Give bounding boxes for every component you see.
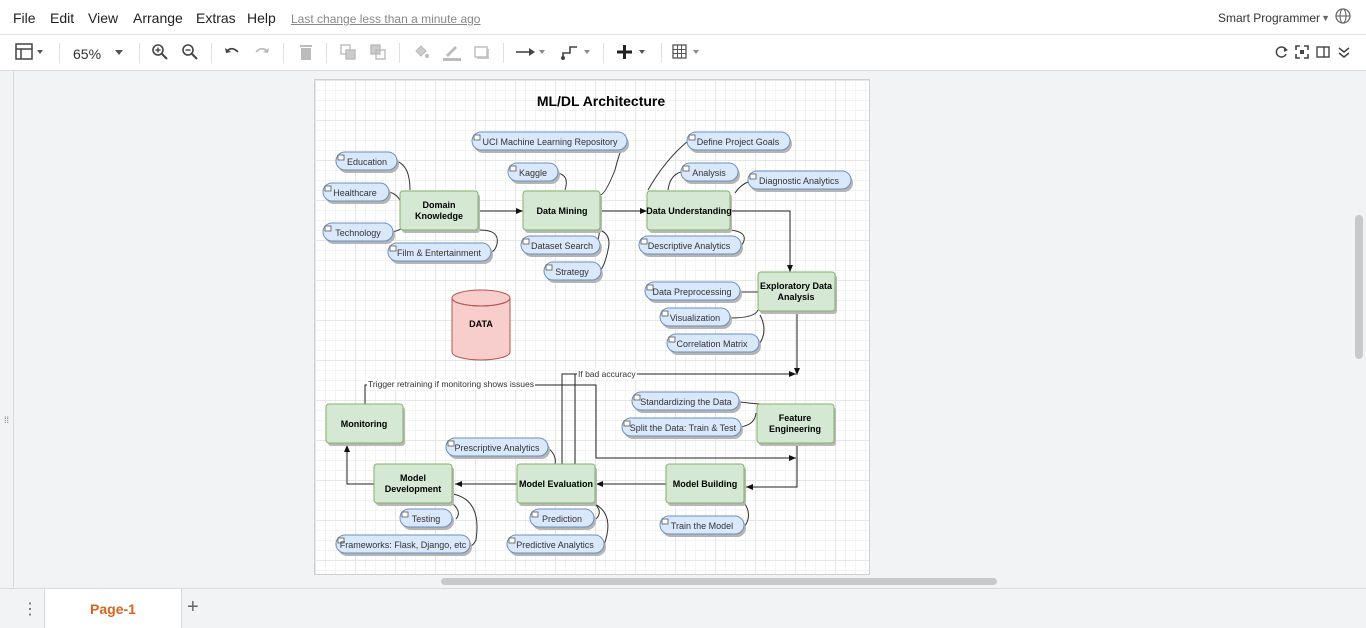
insert-button[interactable] [614, 42, 650, 62]
tab-label: Page-1 [90, 601, 136, 617]
delete-button[interactable] [296, 42, 316, 62]
vertical-scrollbar[interactable] [1355, 215, 1363, 359]
to-back-icon [370, 44, 386, 60]
toolbar-separator [661, 43, 662, 63]
user-name[interactable]: Smart Programmer [1217, 11, 1320, 25]
shadow-icon [474, 46, 489, 59]
split-view-icon [1316, 46, 1330, 58]
collapse-button[interactable] [1336, 42, 1352, 62]
waypoints-icon [561, 46, 590, 60]
toolbar-separator [603, 43, 604, 63]
fullscreen-icon [1295, 45, 1309, 59]
zoom-out-button[interactable] [180, 42, 200, 62]
menu-file[interactable]: File [13, 10, 36, 26]
toolbar-separator [326, 43, 327, 63]
format-panel-icon [15, 43, 43, 60]
delete-icon [300, 45, 312, 60]
menu-extras[interactable]: Extras [196, 10, 236, 26]
globe-icon[interactable] [1334, 7, 1352, 25]
split-view-button[interactable] [1315, 42, 1331, 62]
fullscreen-button[interactable] [1294, 42, 1310, 62]
connection-icon [516, 48, 545, 56]
toolbar-separator [503, 43, 504, 63]
to-back-button[interactable] [368, 42, 388, 62]
connection-button[interactable] [514, 42, 548, 62]
page-tabs-bar: ⋮ Page-1 + [0, 588, 1366, 628]
table-icon [672, 44, 699, 59]
menu-help[interactable]: Help [247, 10, 276, 26]
undo-icon [225, 47, 239, 53]
zoom-out-icon [182, 44, 198, 60]
toolbar-separator [283, 43, 284, 63]
menu-arrange[interactable]: Arrange [133, 10, 183, 26]
tab-page-1[interactable]: Page-1 [44, 589, 182, 628]
waypoints-button[interactable] [560, 42, 594, 62]
collapse-icon [1338, 47, 1350, 58]
menu-view[interactable]: View [88, 10, 119, 26]
line-color-icon [443, 46, 461, 61]
toolbar: 65% [0, 35, 1366, 71]
line-color-button[interactable] [441, 42, 463, 62]
refresh-icon [1275, 46, 1288, 58]
redo-button[interactable] [252, 42, 272, 62]
user-dropdown-icon[interactable]: ▼ [1321, 13, 1330, 23]
zoom-dropdown[interactable] [113, 42, 125, 62]
toolbar-separator [399, 43, 400, 63]
to-front-icon [340, 44, 356, 60]
add-page-icon[interactable]: + [187, 596, 199, 618]
zoom-level[interactable]: 65% [73, 46, 102, 62]
format-panel-button[interactable] [12, 42, 46, 62]
zoom-in-button[interactable] [150, 42, 170, 62]
to-front-button[interactable] [338, 42, 358, 62]
shadow-button[interactable] [472, 42, 492, 62]
toolbar-separator [139, 43, 140, 63]
left-sidebar-collapsed[interactable]: ⁞⁞ [0, 71, 14, 591]
refresh-button[interactable] [1274, 42, 1290, 62]
fill-color-icon [415, 45, 429, 58]
page-menu-icon[interactable]: ⋮ [22, 601, 38, 618]
toolbar-separator [59, 43, 60, 63]
menu-bar: File Edit View Arrange Extras Help Last … [0, 0, 1366, 35]
last-change-link[interactable]: Last change less than a minute ago [291, 12, 481, 26]
redo-icon [255, 47, 269, 53]
fill-color-button[interactable] [411, 42, 431, 62]
table-button[interactable] [671, 42, 705, 62]
drag-handle-icon[interactable]: ⁞⁞ [4, 415, 10, 425]
zoom-in-icon [152, 44, 168, 60]
horizontal-scrollbar[interactable] [441, 578, 997, 585]
insert-icon [617, 45, 645, 59]
menu-edit[interactable]: Edit [50, 10, 75, 26]
chevron-down-icon [115, 50, 123, 55]
undo-button[interactable] [222, 42, 242, 62]
diagram-page[interactable] [314, 79, 870, 575]
toolbar-separator [211, 43, 212, 63]
